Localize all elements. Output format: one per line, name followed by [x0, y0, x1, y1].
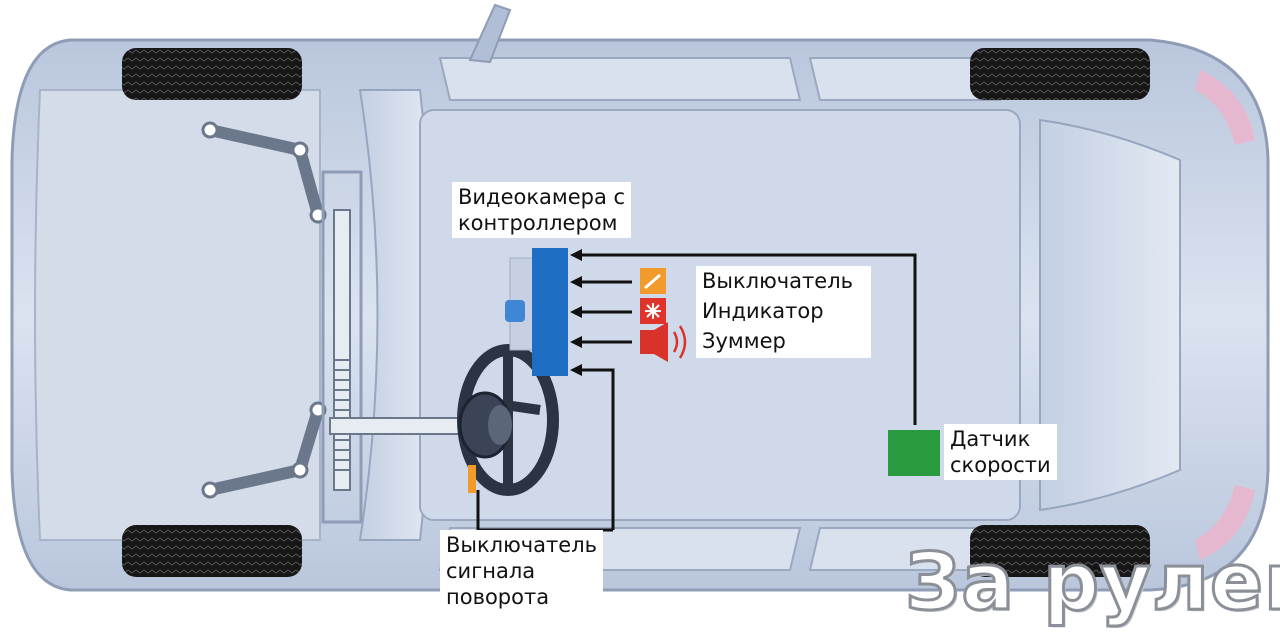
indicator-icon — [640, 298, 666, 324]
wheel-front-left — [122, 48, 302, 100]
speed-sensor — [888, 430, 940, 476]
wire-arrows — [570, 249, 582, 376]
wheel-front-right — [122, 525, 302, 577]
label-switch: Выключатель — [702, 269, 853, 293]
label-speed-line2: скорости — [950, 453, 1051, 477]
label-speed-line1: Датчик — [950, 427, 1031, 451]
buzzer-icon — [640, 322, 687, 362]
label-turn-line2: сигнала — [446, 559, 536, 583]
steering-column — [329, 417, 471, 435]
label-turn-line3: поворота — [446, 585, 550, 609]
label-speed-sensor: Датчик скорости — [944, 424, 1057, 480]
label-turn-signal-switch: Выключатель сигнала поворота — [440, 530, 603, 612]
wheel-rear-left — [970, 48, 1150, 100]
wheels — [122, 48, 1150, 577]
watermark-logo: За рулем — [904, 537, 1280, 630]
camera-controller-unit — [505, 248, 568, 376]
label-camera-line1: Видеокамера с — [458, 185, 626, 209]
label-outputs: Выключатель Индикатор Зуммер — [696, 266, 871, 358]
switch-icon — [640, 268, 666, 294]
label-camera-line2: контроллером — [458, 211, 618, 235]
label-camera-controller: Видеокамера с контроллером — [452, 182, 632, 238]
linkage-joints — [201, 121, 327, 499]
turn-signal-stalk — [468, 465, 476, 493]
label-buzzer: Зуммер — [702, 329, 786, 353]
label-indicator: Индикатор — [702, 299, 824, 323]
steering-wheel — [457, 344, 559, 496]
wheel-rear-right — [970, 525, 1150, 577]
label-turn-line1: Выключатель — [446, 533, 597, 557]
